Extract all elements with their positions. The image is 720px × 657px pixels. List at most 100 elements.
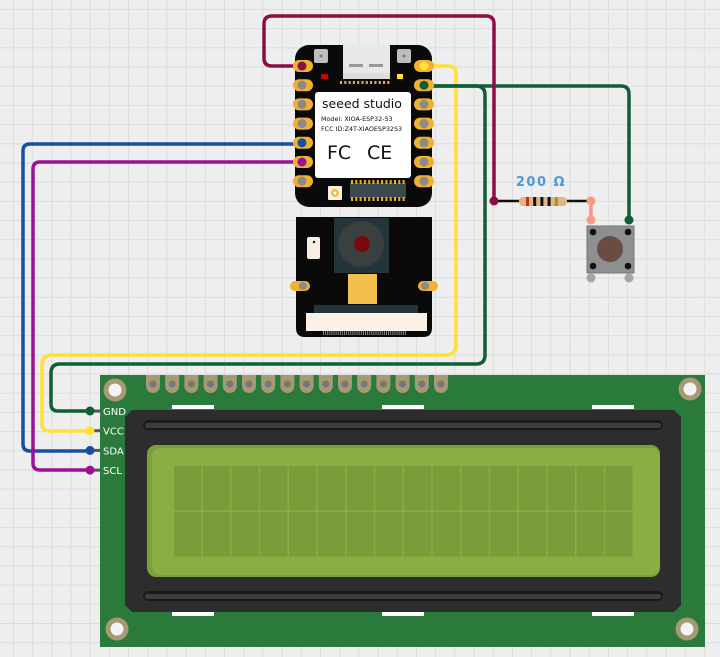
lcd-character-cell <box>432 512 460 557</box>
button-leg <box>586 273 596 283</box>
lcd-pin-label: GND <box>103 407 126 418</box>
lcd-character-cell <box>490 512 518 557</box>
camera-component <box>307 237 320 259</box>
lcd-character-cell <box>202 512 230 557</box>
button-cap-icon[interactable] <box>597 236 623 262</box>
lcd-character-cell <box>375 512 403 557</box>
camera-board[interactable] <box>290 217 438 337</box>
wire-button-pin[interactable] <box>262 14 496 203</box>
model-text: Model: XIOA-ESP32-S3 <box>321 115 393 123</box>
lcd-character-cell <box>576 512 604 557</box>
xiao-right-pin[interactable] <box>419 119 429 129</box>
lcd-character-cell <box>547 466 575 511</box>
lcd-pin-label: SCL <box>103 466 122 477</box>
lcd-character-cell <box>404 466 432 511</box>
lcd-character-cell <box>346 512 374 557</box>
xiao-right-pin[interactable] <box>419 80 429 90</box>
lcd-character-grid <box>174 466 633 557</box>
wire-scl[interactable] <box>31 160 304 472</box>
xiao-right-pin[interactable] <box>419 99 429 109</box>
lcd-character-cell <box>202 466 230 511</box>
wire-vcc[interactable] <box>40 64 458 433</box>
lcd-character-cell <box>375 466 403 511</box>
xiao-right-pin[interactable] <box>419 138 429 148</box>
xiao-right-pin[interactable] <box>419 176 429 186</box>
resistor-band <box>554 197 558 206</box>
xiao-left-pin[interactable] <box>297 80 307 90</box>
lcd-character-cell <box>174 512 202 557</box>
lcd-header-pins <box>146 375 448 394</box>
mounting-hole-icon <box>675 617 699 641</box>
xiao-pins <box>293 60 434 188</box>
resistor-value-label: 200 Ω <box>516 175 566 190</box>
fc-mark-icon: FC <box>327 142 351 164</box>
xiao-left-pin[interactable] <box>297 99 307 109</box>
xiao-left-pin[interactable] <box>297 176 307 186</box>
brand-text: seeed studio <box>322 96 402 111</box>
fcc-id-text: FCC ID:Z4T-XIAOESP32S3 <box>321 125 402 133</box>
lcd-character-cell <box>174 466 202 511</box>
lcd-module[interactable]: GND VCC SDA SCL <box>85 375 706 647</box>
resistor-right-connection <box>586 196 596 206</box>
lcd-character-cell <box>547 512 575 557</box>
usb-c-port <box>343 45 390 73</box>
b2b-connector <box>350 180 406 201</box>
fpc-connector <box>306 313 427 331</box>
lcd-character-cell <box>519 512 547 557</box>
lcd-tab <box>382 405 424 409</box>
resistor[interactable]: 200 Ω <box>489 175 596 225</box>
wire-button-gnd[interactable] <box>422 84 631 222</box>
wire-sda[interactable] <box>21 142 304 453</box>
lcd-character-cell <box>289 512 317 557</box>
power-led-icon <box>321 74 328 79</box>
mounting-hole-icon <box>678 377 702 401</box>
lcd-character-cell <box>461 512 489 557</box>
lcd-character-cell <box>317 512 345 557</box>
xiao-esp32s3-board[interactable]: seeed studio Model: XIOA-ESP32-S3 FCC ID… <box>293 45 434 207</box>
lcd-tab <box>592 612 634 616</box>
resistor-band <box>540 197 544 206</box>
lcd-tab <box>172 612 214 616</box>
lcd-pin-label: SDA <box>103 446 124 457</box>
shield-label <box>315 92 411 178</box>
xiao-right-pin[interactable] <box>419 157 429 167</box>
user-led-icon <box>397 74 403 79</box>
xiao-left-pin[interactable] <box>297 119 307 129</box>
resistor-band <box>547 197 551 206</box>
resistor-bands <box>526 197 558 206</box>
ce-mark-icon: CE <box>367 142 392 164</box>
wire-gnd[interactable] <box>49 84 487 413</box>
lcd-tab <box>592 405 634 409</box>
lcd-pin-label: VCC <box>103 427 124 438</box>
mounting-hole-icon <box>105 617 129 641</box>
lcd-character-cell <box>317 466 345 511</box>
lcd-character-cell <box>289 466 317 511</box>
resistor-band <box>526 197 529 206</box>
lcd-character-cell <box>231 512 259 557</box>
lcd-character-cell <box>260 512 288 557</box>
lcd-character-cell <box>231 466 259 511</box>
camera-flex <box>348 274 377 304</box>
xiao-left-pin[interactable] <box>297 61 307 71</box>
lcd-character-cell <box>605 466 633 511</box>
lcd-character-cell <box>346 466 374 511</box>
pushbutton[interactable] <box>586 215 635 283</box>
lcd-tab <box>172 405 214 409</box>
xiao-right-pin[interactable] <box>419 61 429 71</box>
lcd-tab <box>382 612 424 616</box>
resistor-band <box>533 197 537 206</box>
lcd-character-cell <box>432 466 460 511</box>
button-leg <box>624 273 634 283</box>
mounting-hole-icon <box>103 378 127 402</box>
lcd-character-cell <box>404 512 432 557</box>
lcd-character-cell <box>461 466 489 511</box>
xiao-left-pin[interactable] <box>297 138 307 148</box>
lcd-character-cell <box>519 466 547 511</box>
resistor-left-connection <box>489 196 499 206</box>
lcd-character-cell <box>576 466 604 511</box>
lcd-character-cell <box>490 466 518 511</box>
lcd-character-cell <box>605 512 633 557</box>
xiao-left-pin[interactable] <box>297 157 307 167</box>
lcd-character-cell <box>260 466 288 511</box>
